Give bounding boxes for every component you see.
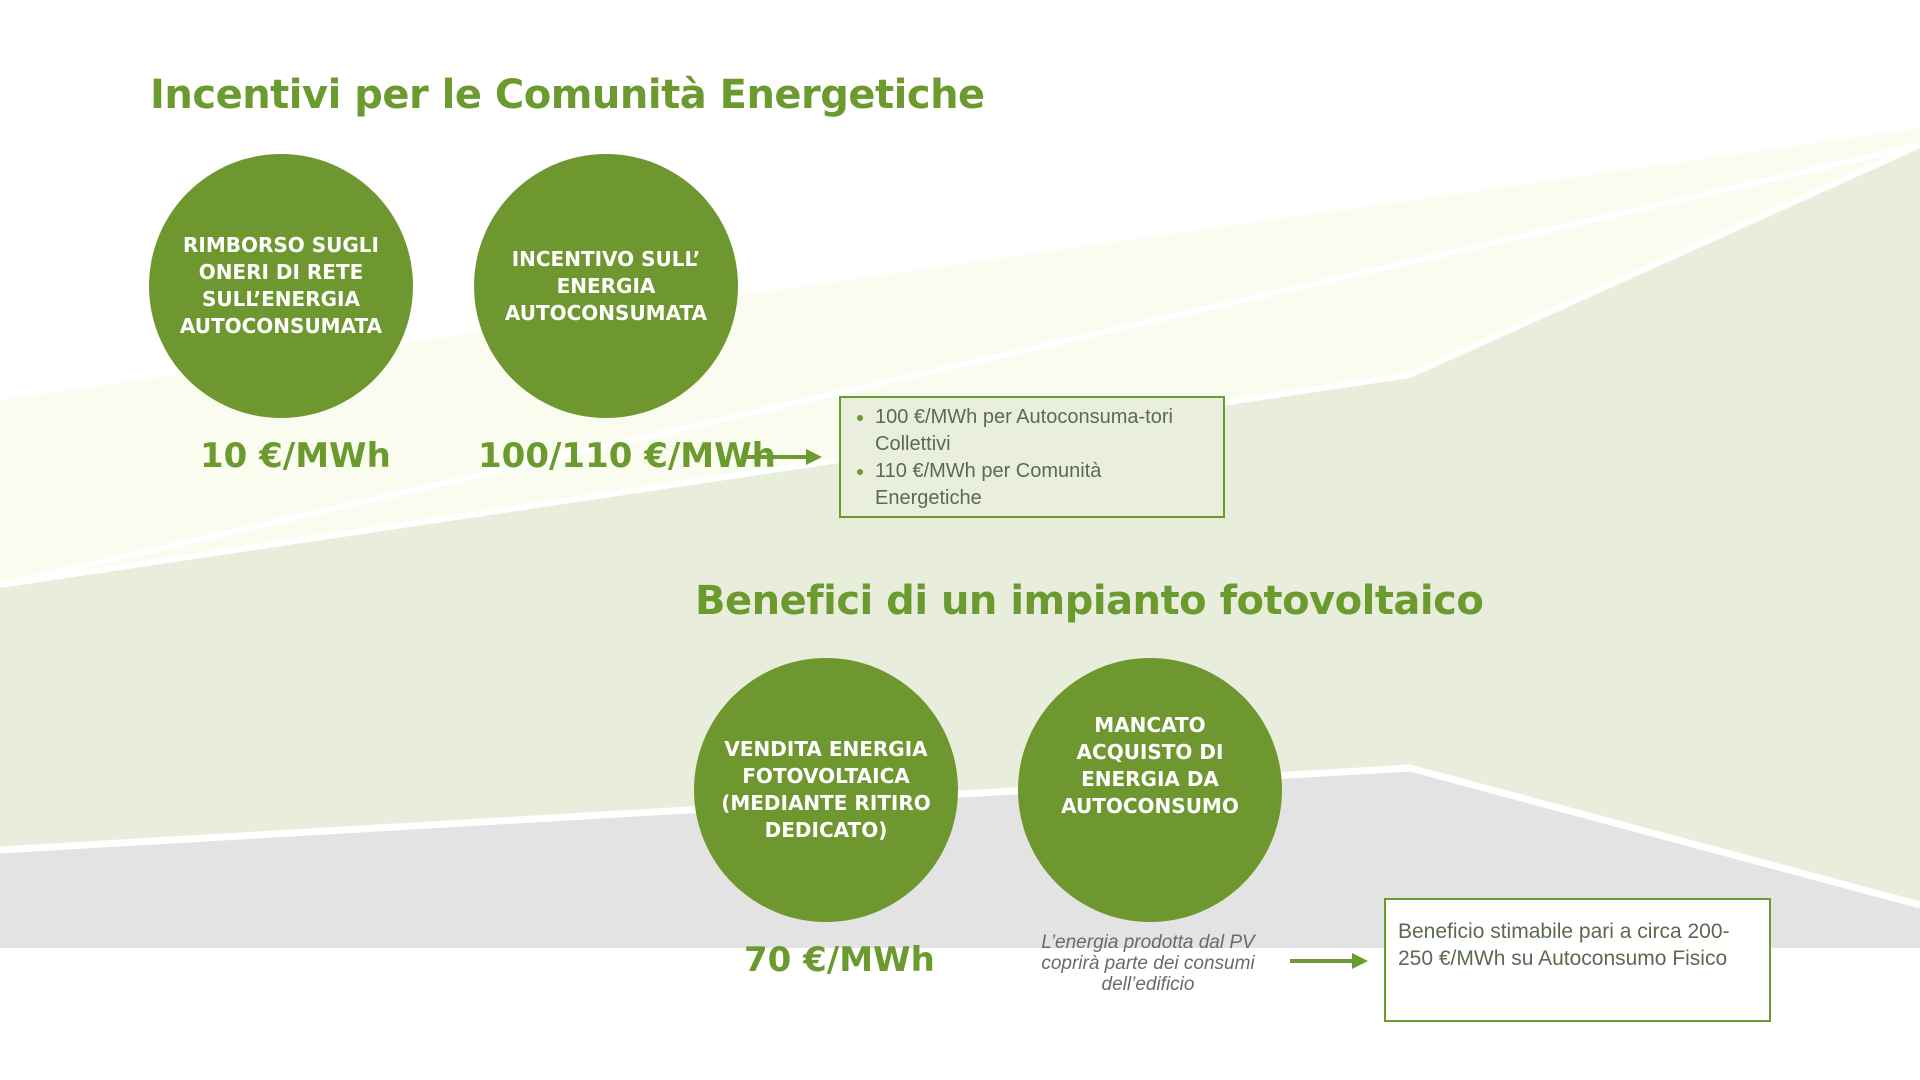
section-title-benefici: Benefici di un impianto fotovoltaico [695,578,1484,624]
band-gray-white-edge [0,764,1920,909]
section-title-incentivi: Incentivi per le Comunità Energetiche [150,72,985,118]
circle-rimborso-oneri: RIMBORSO SUGLI ONERI DI RETE SULL’ENERGI… [149,154,413,418]
arrow-right-icon [744,449,822,465]
incentive-details-box: 100 €/MWh per Autoconsuma-tori Collettiv… [839,396,1225,518]
value-rimborso: 10 €/MWh [200,436,391,476]
circle-mancato-acquisto: MANCATO ACQUISTO DI ENERGIA DA AUTOCONSU… [1018,658,1282,922]
value-vendita: 70 €/MWh [744,940,935,980]
circle-vendita-energia: VENDITA ENERGIA FOTOVOLTAICA (MEDIANTE R… [694,658,958,922]
benefit-estimate-text: Beneficio stimabile pari a circa 200-250… [1398,920,1730,970]
benefit-estimate-box: Beneficio stimabile pari a circa 200-250… [1384,898,1771,1022]
arrow-right-icon [1290,953,1368,969]
value-incentivo: 100/110 €/MWh [478,436,776,476]
circle-mancato-acquisto-label: MANCATO ACQUISTO DI ENERGIA DA AUTOCONSU… [1061,713,1239,818]
circle-incentivo-energia-label: INCENTIVO SULL’ ENERGIA AUTOCONSUMATA [504,246,708,325]
circle-incentivo-energia: INCENTIVO SULL’ ENERGIA AUTOCONSUMATA [474,154,738,418]
list-item: 100 €/MWh per Autoconsuma-tori Collettiv… [875,404,1213,458]
incentive-details-list: 100 €/MWh per Autoconsuma-tori Collettiv… [841,398,1223,518]
list-item: 110 €/MWh per Comunità Energetiche [875,458,1213,512]
circle-vendita-energia-label: VENDITA ENERGIA FOTOVOLTAICA (MEDIANTE R… [721,737,931,842]
pv-consumption-note: L’energia prodotta dal PV coprirà parte … [1041,932,1255,995]
band-mid-white-edge [0,142,1920,588]
circle-rimborso-oneri-label: RIMBORSO SUGLI ONERI DI RETE SULL’ENERGI… [179,233,383,338]
